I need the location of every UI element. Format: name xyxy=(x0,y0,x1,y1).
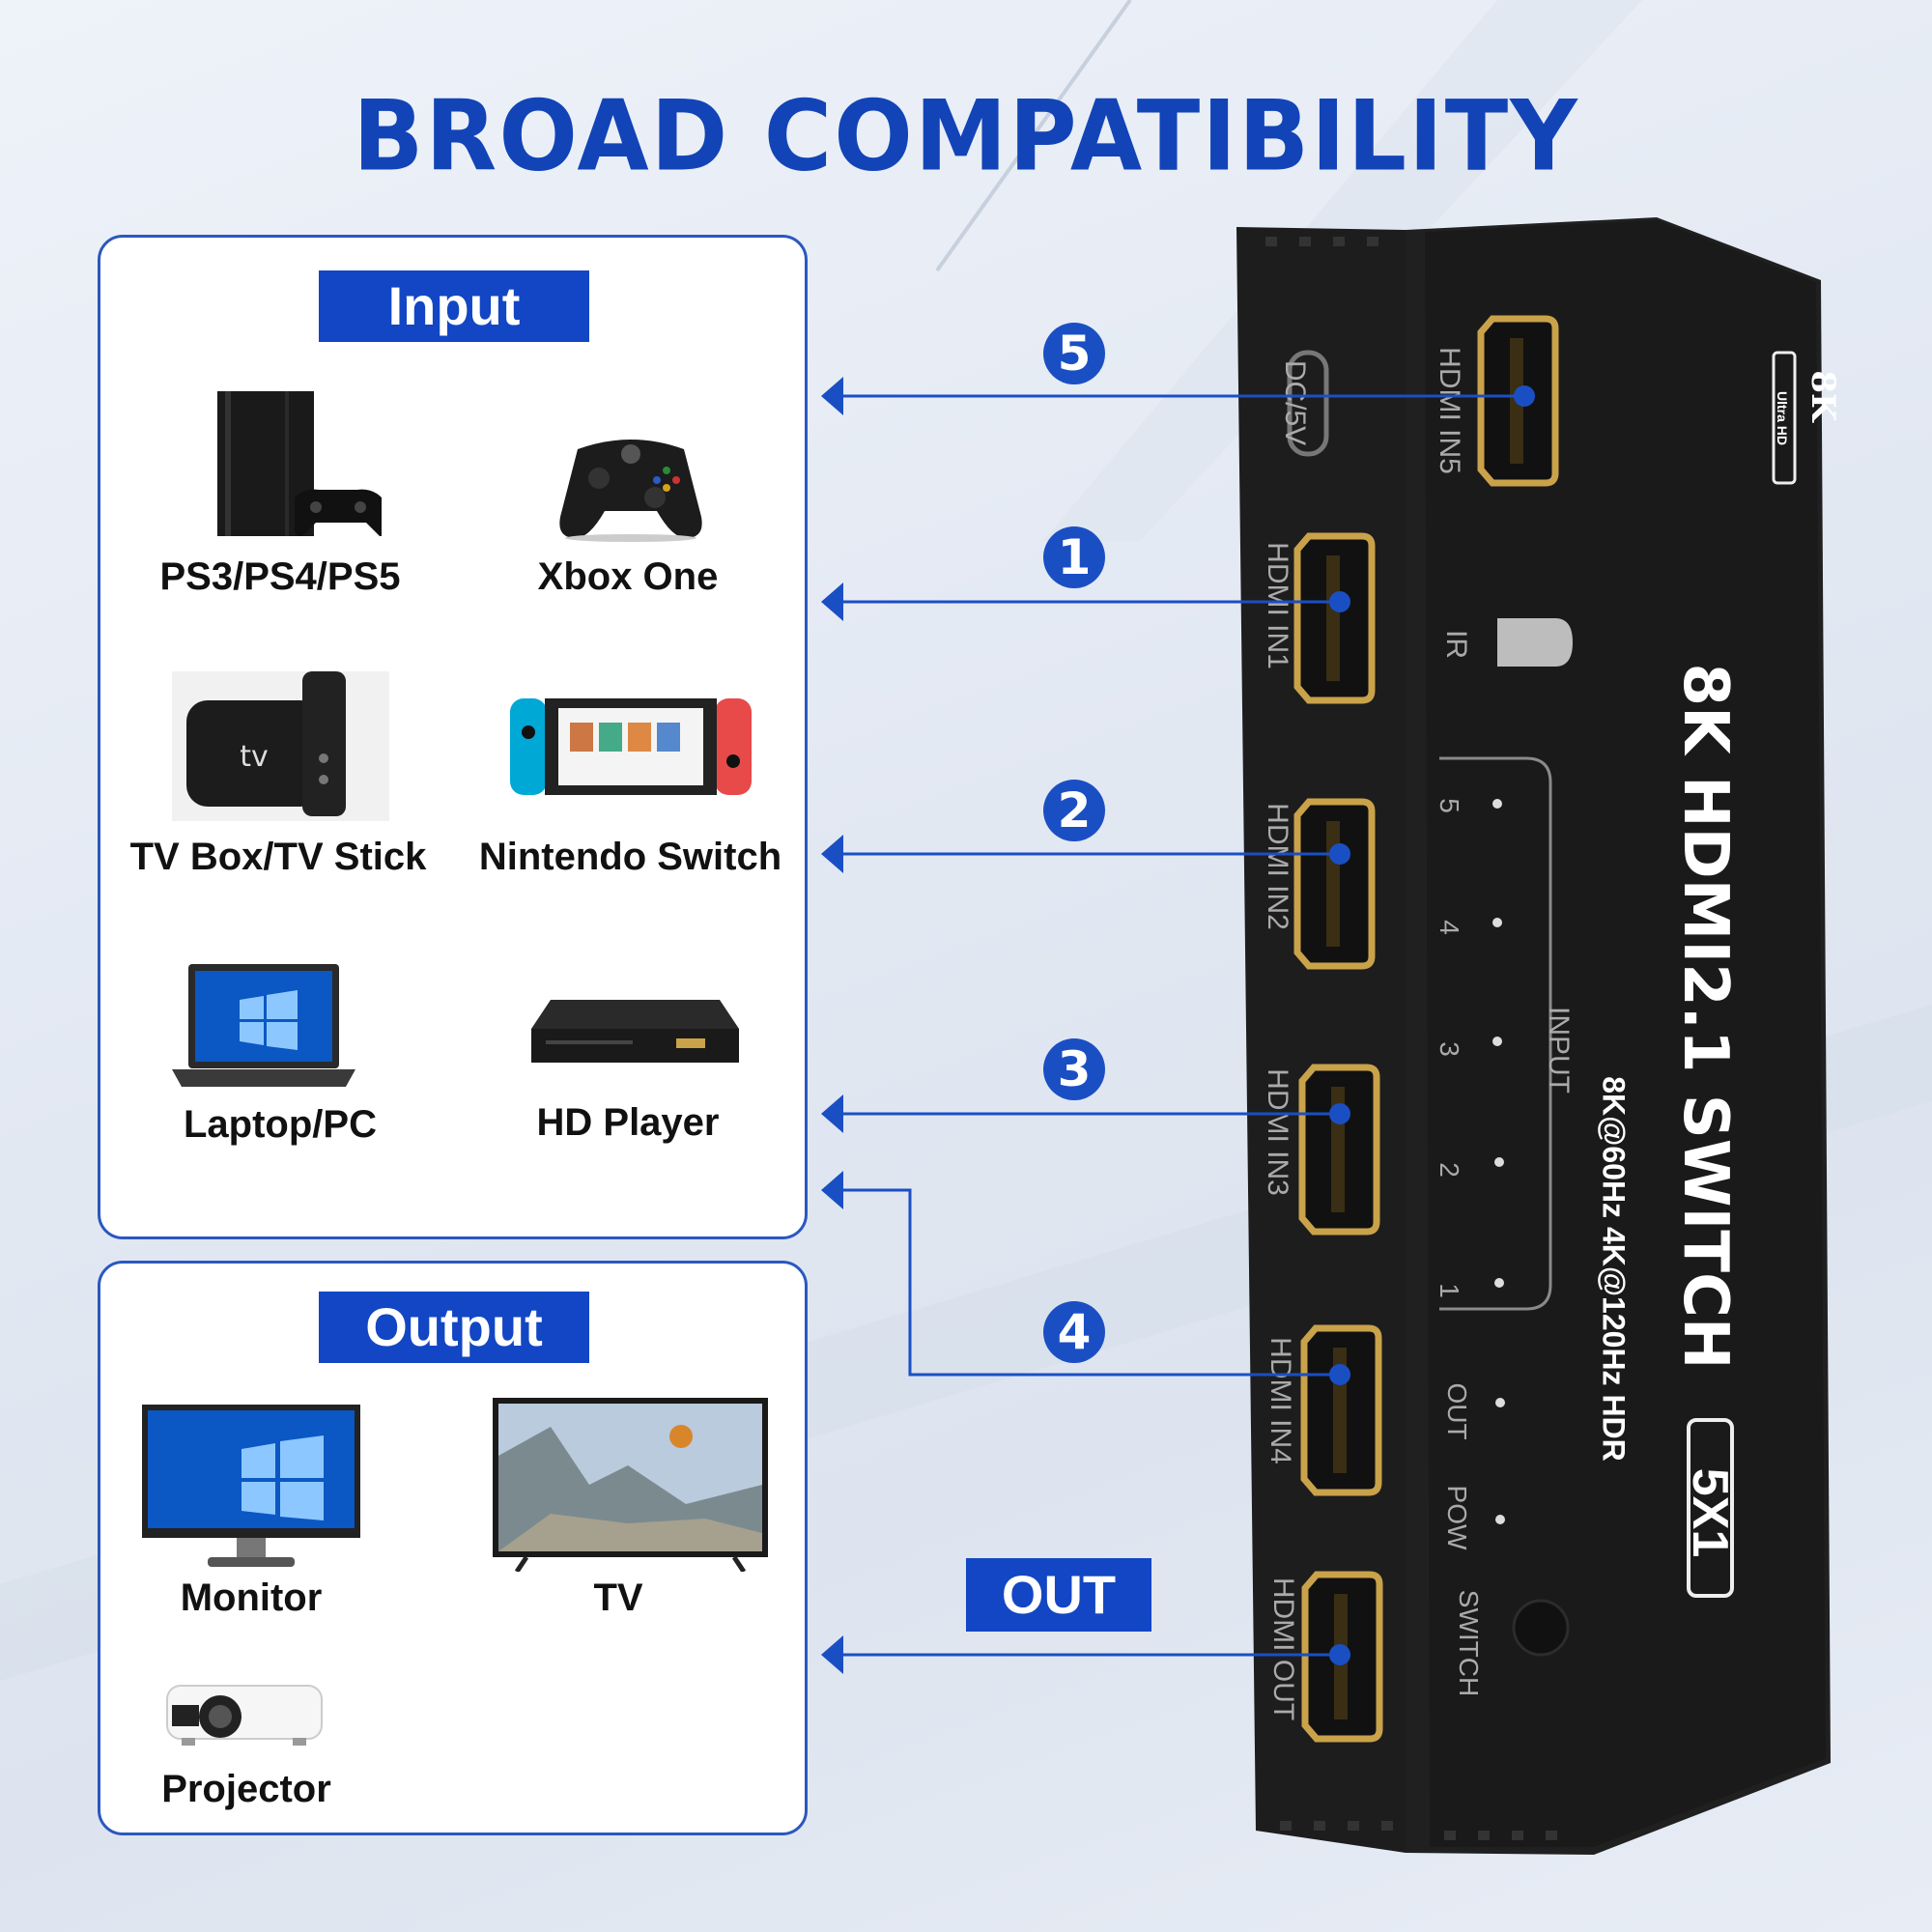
callout-5: 5 xyxy=(1043,323,1105,384)
laptop-icon xyxy=(172,964,355,1087)
tv-icon xyxy=(493,1398,768,1572)
handheld-console-icon xyxy=(510,698,752,795)
callout-1: 1 xyxy=(1043,526,1105,588)
device-label: Laptop/PC xyxy=(184,1103,377,1146)
led-indicator xyxy=(1495,1515,1505,1524)
svg-text:tv: tv xyxy=(240,740,269,774)
port-contacts xyxy=(1326,555,1340,681)
led-indicator xyxy=(1494,1278,1504,1288)
tv-box-icon: tv xyxy=(172,671,389,821)
device-label: Projector xyxy=(161,1768,331,1810)
disc-player-icon xyxy=(531,1000,739,1063)
device-label: TV xyxy=(593,1577,643,1619)
game-console-icon xyxy=(217,391,382,536)
led-indicator xyxy=(1494,1157,1504,1167)
callout-2: 2 xyxy=(1043,780,1105,841)
device-label: Monitor xyxy=(180,1577,323,1619)
output-heading: Output xyxy=(319,1292,589,1363)
device-label: PS3/PS4/PS5 xyxy=(159,555,401,598)
device-label: Nintendo Switch xyxy=(478,836,782,878)
led-indicator xyxy=(1492,1037,1502,1046)
out-badge: OUT xyxy=(966,1558,1151,1632)
gamepad-icon xyxy=(559,440,702,542)
page-title: BROAD COMPATIBILITY xyxy=(353,79,1579,193)
projector-icon xyxy=(166,1685,323,1746)
led-indicator xyxy=(1492,918,1502,927)
input-heading: Input xyxy=(319,270,589,342)
device-label: HD Player xyxy=(536,1101,720,1144)
led-indicator xyxy=(1495,1398,1505,1407)
monitor-icon xyxy=(142,1405,360,1567)
device-label: Xbox One xyxy=(537,555,719,598)
callout-3: 3 xyxy=(1043,1038,1105,1100)
led-indicator xyxy=(1492,799,1502,809)
callout-4: 4 xyxy=(1043,1301,1105,1363)
device-label: TV Box/TV Stick xyxy=(129,836,427,878)
